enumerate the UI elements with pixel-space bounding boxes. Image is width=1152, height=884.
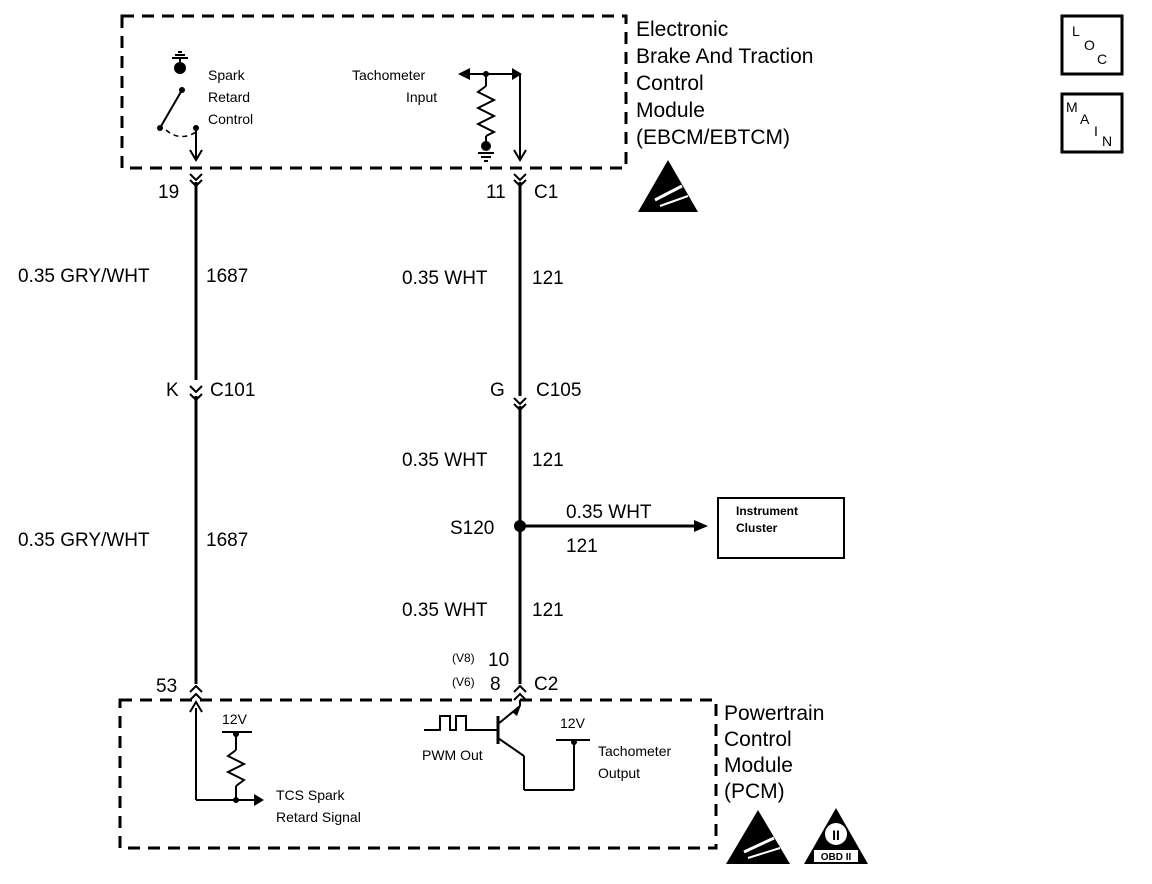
tcs-label-line-1: TCS Spark (276, 787, 345, 803)
tcs-label-line-2: Retard Signal (276, 809, 361, 825)
pin-v6-variant: (V6) (452, 675, 475, 689)
ebcm-name-line-4: Module (636, 99, 705, 122)
loc-letter-l: L (1072, 23, 1080, 39)
resistor-icon (475, 85, 497, 137)
ebcm-name-line-5: (EBCM/EBTCM) (636, 126, 790, 149)
main-letter-n: N (1102, 133, 1112, 149)
right-wire-1-circuit: 121 (532, 268, 564, 289)
tachometer-input-circuit (458, 68, 527, 162)
branch-arrow-icon (694, 520, 708, 532)
branch-wire-spec: 0.35 WHT (566, 502, 652, 523)
splice-label: S120 (450, 518, 494, 539)
pcm-voltage-right: 12V (560, 715, 586, 731)
instrument-cluster: Instrument Cluster (717, 497, 845, 559)
main-badge[interactable]: M A I N (1060, 92, 1124, 154)
esd-warning-icon (638, 160, 698, 212)
left-wire-upper-spec: 0.35 GRY/WHT (18, 266, 150, 287)
right-connector-top: C1 (534, 182, 558, 203)
left-connector-pin: K (166, 380, 179, 401)
tach-output-driver (424, 700, 590, 791)
pcm-name-line-4: (PCM) (724, 780, 785, 803)
right-wire-3-spec: 0.35 WHT (402, 600, 488, 621)
pin-v8-number: 10 (488, 650, 509, 671)
tach-input-line-2: Input (406, 89, 437, 105)
main-letter-i: I (1094, 123, 1098, 139)
left-wire-upper-circuit: 1687 (206, 266, 248, 287)
pin-v6-number: 8 (490, 674, 501, 695)
pcm-boundary (118, 698, 718, 850)
obd-label: OBD II (821, 852, 852, 863)
right-pin-top: 11 (486, 182, 506, 203)
left-circuit-1687: 19 0.35 GRY/WHT 1687 K C101 0.35 GRY/WHT… (18, 173, 255, 701)
obd-mark: II (832, 827, 840, 843)
right-wire-2-circuit: 121 (532, 450, 564, 471)
tach-input-line-1: Tachometer (352, 67, 425, 83)
right-connector-bottom: C2 (534, 674, 558, 695)
tcs-spark-input-circuit (189, 700, 264, 806)
ebcm-name-line-1: Electronic (636, 18, 728, 41)
left-wire-lower-spec: 0.35 GRY/WHT (18, 530, 150, 551)
spark-retard-switch (157, 51, 203, 162)
ebcm-module: Electronic Brake And Traction Control Mo… (120, 14, 813, 212)
obd-ii-icon: II OBD II (804, 808, 868, 864)
pcm-name-line-3: Module (724, 754, 793, 777)
pwm-out-label: PWM Out (422, 747, 483, 763)
right-connector-mid-name: C105 (536, 380, 581, 401)
ebcm-boundary (120, 14, 628, 170)
left-pin-top: 19 (158, 182, 179, 203)
branch-wire-circuit: 121 (566, 536, 598, 557)
right-wire-1-spec: 0.35 WHT (402, 268, 488, 289)
spark-label-line-1: Spark (208, 67, 246, 83)
ebcm-name-line-2: Brake And Traction (636, 45, 813, 68)
left-connector-name: C101 (210, 380, 255, 401)
pcm-voltage-left: 12V (222, 711, 248, 727)
ebcm-name-line-3: Control (636, 72, 704, 95)
tach-output-line-2: Output (598, 765, 640, 781)
pwm-waveform-icon (424, 715, 484, 731)
right-wire-2-spec: 0.35 WHT (402, 450, 488, 471)
main-letter-m: M (1066, 99, 1078, 115)
instrument-cluster-line-2: Cluster (736, 521, 778, 535)
right-wire-3-circuit: 121 (532, 600, 564, 621)
spark-label-line-2: Retard (208, 89, 250, 105)
spark-label-line-3: Control (208, 111, 253, 127)
pcm-name-line-2: Control (724, 728, 792, 751)
right-connector-mid-pin: G (490, 380, 505, 401)
left-pin-bottom: 53 (156, 676, 177, 697)
left-wire-lower-circuit: 1687 (206, 530, 248, 551)
pcm-esd-warning-icon (726, 810, 790, 864)
pin-v8-variant: (V8) (452, 651, 475, 665)
pcm-name-line-1: Powertrain (724, 702, 824, 725)
pullup-resistor-icon (225, 749, 247, 787)
loc-letter-c: C (1097, 51, 1107, 67)
pcm-module: Powertrain Control Module (PCM) 12V TCS … (118, 698, 868, 864)
tach-output-line-1: Tachometer (598, 743, 671, 759)
right-circuit-121: 11 C1 0.35 WHT 121 G C105 0.35 WHT 121 S… (402, 173, 708, 701)
loc-letter-o: O (1084, 37, 1095, 53)
loc-badge[interactable]: L O C (1060, 14, 1124, 76)
instrument-cluster-line-1: Instrument (736, 504, 798, 518)
main-letter-a: A (1080, 111, 1090, 127)
instrument-cluster-box (717, 497, 845, 559)
